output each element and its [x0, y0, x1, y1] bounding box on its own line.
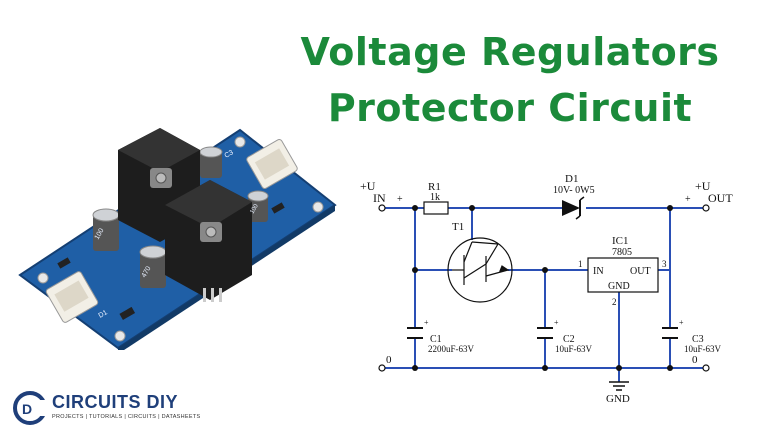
input-connector	[45, 271, 99, 323]
silk-label: D1	[98, 309, 109, 320]
transistor-t1	[447, 237, 513, 303]
ground-symbol	[609, 381, 629, 391]
ground-terminal-right	[702, 364, 710, 372]
capacitor-c2-symbol	[537, 327, 553, 339]
c2-value: 10uF-63V	[555, 344, 593, 354]
c3-ref: C3	[692, 334, 704, 345]
capacitor-c1-symbol	[407, 327, 423, 339]
ic1-pin3: 3	[662, 259, 667, 269]
logo-mark-icon: D	[13, 391, 48, 425]
input-sign: +	[397, 194, 403, 205]
smd-component	[271, 202, 285, 214]
output-sign: +	[685, 194, 691, 205]
input-label: IN	[373, 191, 386, 205]
mounting-hole	[114, 330, 126, 342]
ic1-value: 7805	[612, 247, 632, 258]
r1-ref: R1	[428, 181, 441, 193]
heatsink-regulator	[165, 180, 252, 302]
r1-value: 1k	[430, 192, 440, 203]
svg-text:D: D	[22, 401, 32, 417]
mounting-hole	[312, 201, 324, 213]
c2-ref: C2	[563, 334, 575, 345]
silk-label: C3	[224, 149, 235, 160]
ic1-ref: IC1	[612, 235, 629, 247]
capacitor-c3-symbol	[662, 327, 678, 339]
t1-ref: T1	[452, 221, 464, 233]
input-terminal	[378, 204, 386, 212]
gnd-label: GND	[606, 393, 630, 405]
capacitor-c3	[199, 146, 223, 178]
c1-ref: C1	[430, 334, 442, 345]
page-title-line2: Protector Circuit	[327, 86, 693, 130]
d1-value: 10V- 0W5	[553, 185, 595, 196]
silk-label: 100	[250, 203, 261, 215]
resistor-r1	[423, 201, 449, 215]
output-connector	[246, 139, 298, 189]
page-title-line1: Voltage Regulators	[300, 30, 720, 74]
silk-label: 100	[94, 227, 106, 241]
svg-text:+: +	[679, 318, 684, 327]
c3-value: 10uF-63V	[684, 344, 722, 354]
capacitor-c1	[92, 208, 120, 251]
ic1-pin1: 1	[578, 259, 583, 269]
svg-text:+: +	[424, 318, 429, 327]
circuits-diy-logo: D CIRCUITS DIY PROJECTS | TUTORIALS | CI…	[12, 390, 212, 426]
pcb-board-illustration: C3 100 470 100 D1	[18, 128, 337, 350]
capacitor-c4	[247, 190, 269, 222]
c1-value: 2200uF-63V	[428, 344, 475, 354]
ic1-pin-gnd: GND	[608, 281, 630, 292]
input-plus-label: +U	[360, 179, 376, 193]
ground-left-label: 0	[386, 354, 392, 366]
ic1-pin-out: OUT	[630, 266, 651, 277]
output-label: OUT	[708, 191, 733, 205]
ic1-pin2: 2	[612, 297, 617, 307]
smd-component	[119, 306, 136, 320]
output-terminal	[702, 204, 710, 212]
mounting-hole	[37, 272, 49, 284]
mounting-hole	[234, 136, 246, 148]
regulator-ic1	[587, 257, 659, 293]
schematic-diagram: + + + +U IN + +U OUT + 0 0 GND R1 1k D1 …	[360, 173, 733, 405]
capacitor-c2	[139, 245, 167, 288]
ground-terminal-left	[378, 364, 386, 372]
ground-right-label: 0	[692, 354, 698, 366]
svg-text:+: +	[554, 318, 559, 327]
silk-label: 470	[141, 265, 153, 279]
ic1-pin-in: IN	[593, 266, 604, 277]
d1-ref: D1	[565, 173, 578, 185]
logo-tagline: PROJECTS | TUTORIALS | CIRCUITS | DATASH…	[52, 414, 201, 420]
logo-brand: CIRCUITS DIY	[52, 392, 179, 412]
zener-diode-d1	[562, 196, 585, 220]
smd-component	[57, 257, 71, 269]
output-plus-label: +U	[695, 179, 711, 193]
